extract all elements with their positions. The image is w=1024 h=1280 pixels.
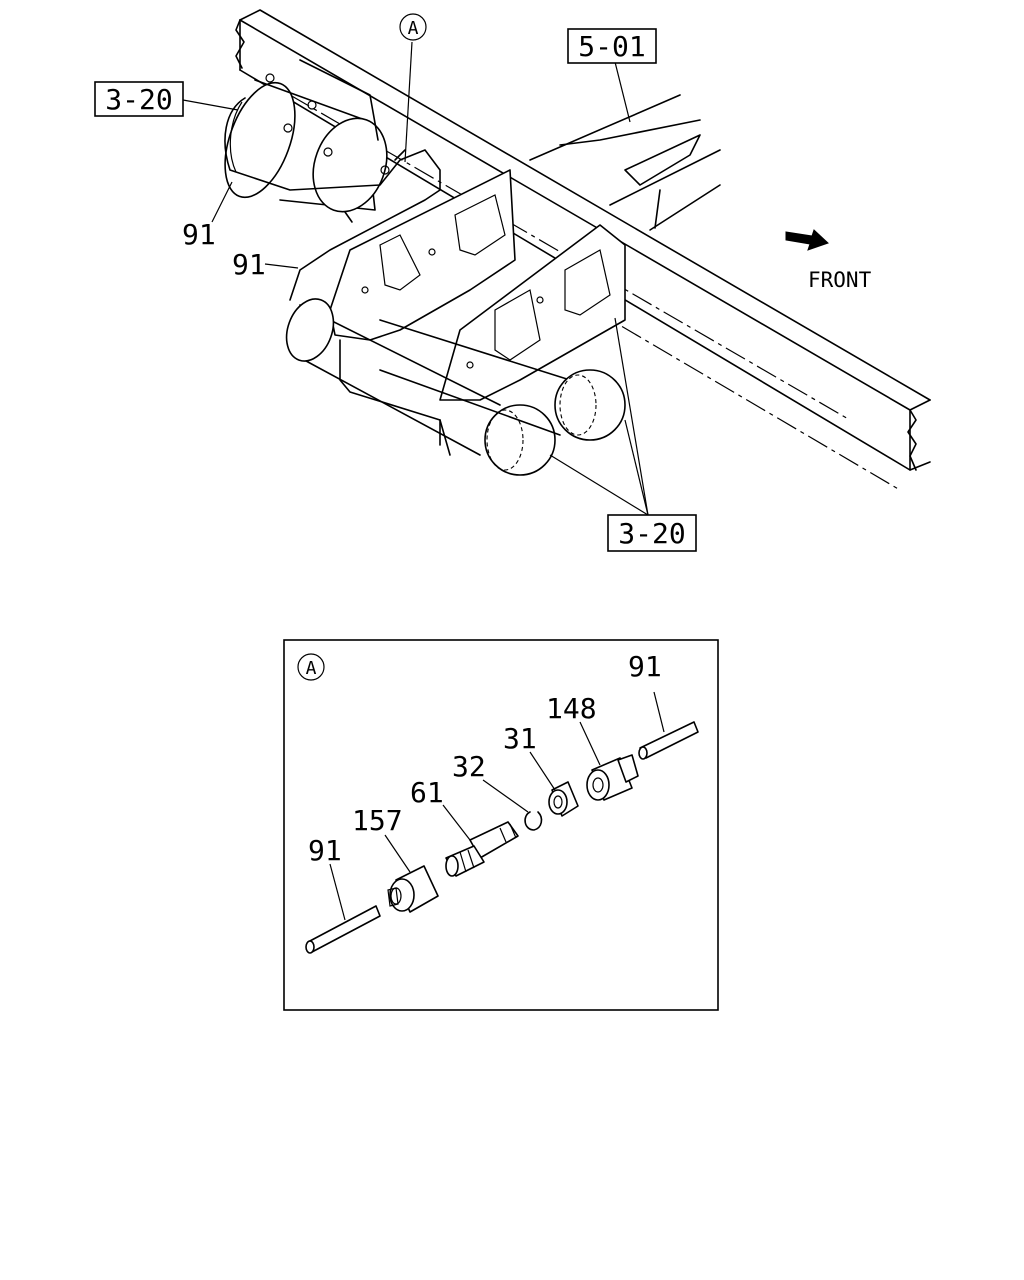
front-arrow-icon	[785, 229, 829, 251]
connector-61	[445, 821, 519, 877]
front-label: FRONT	[808, 268, 872, 292]
part-91-mid-label: 91	[232, 248, 266, 281]
callout-3-20-bottom: 3-20	[607, 514, 697, 552]
part-31-label: 31	[503, 722, 537, 755]
cross-member	[529, 94, 721, 231]
part-91-right-label: 91	[628, 650, 662, 683]
detail-a-marker-label: A	[306, 658, 317, 679]
air-pipes	[224, 97, 451, 456]
marker-a-top: A	[399, 13, 427, 41]
part-157-label: 157	[352, 804, 403, 837]
callout-3-20-top-label: 3-20	[105, 83, 172, 116]
callout-5-01: 5-01	[567, 28, 657, 64]
part-32-label: 32	[452, 750, 486, 783]
part-61-label: 61	[410, 776, 444, 809]
clip-32	[524, 811, 543, 831]
part-91-left-detail-label: 91	[308, 834, 342, 867]
nut-31	[548, 781, 579, 817]
pipe-91-left	[305, 905, 381, 954]
fitting-148	[586, 754, 639, 801]
callout-3-20-top: 3-20	[94, 81, 184, 117]
part-148-label: 148	[546, 692, 597, 725]
callout-5-01-label: 5-01	[578, 30, 645, 63]
bracket-plates	[329, 169, 626, 401]
lower-air-tanks	[285, 298, 626, 476]
fitting-157	[387, 865, 439, 913]
part-91-left-label: 91	[182, 218, 216, 251]
leader-lines-detail	[329, 691, 665, 921]
marker-a-top-label: A	[408, 18, 419, 39]
leader-lines-upper	[182, 41, 649, 516]
upper-air-tank	[224, 59, 390, 223]
pipe-91-right	[638, 721, 699, 760]
callout-3-20-bottom-label: 3-20	[618, 517, 685, 550]
